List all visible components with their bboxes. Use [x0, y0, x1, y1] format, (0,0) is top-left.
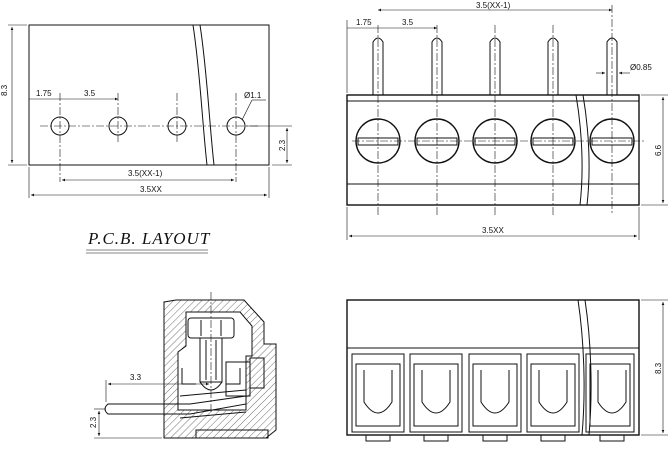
front-view: 3.5(XX-1) 1.75 3.5 Ø0.85 6.6 3.5XX [346, 1, 668, 240]
side-section-view: 3.3 2.3 [89, 292, 277, 439]
pcb-hole-dia-label: Ø1.1 [244, 91, 262, 100]
side-pin [104, 395, 247, 415]
front-span-label: 3.5(XX-1) [476, 1, 511, 10]
rear-height-label: 8.3 [654, 362, 663, 374]
pcb-layout-title: P.C.B. LAYOUT [87, 229, 211, 248]
front-body [346, 94, 640, 206]
pcb-layout-view: 8.3 1.75 3.5 Ø1.1 2.3 3.5(XX-1) 3.5XX P.… [0, 24, 292, 254]
pcb-holes [40, 93, 258, 182]
front-break-line-2 [582, 94, 590, 206]
rear-view: 8.3 [346, 299, 668, 442]
rear-body [346, 299, 640, 436]
front-total-label: 3.5XX [482, 226, 504, 235]
pcb-pitch-edge-label: 1.75 [36, 89, 52, 98]
side-pin-length-label: 3.3 [130, 373, 142, 382]
rear-feet [365, 434, 625, 442]
front-pitch-edge-label: 1.75 [356, 18, 372, 27]
pcb-total-label: 3.5XX [140, 185, 162, 194]
pcb-span-label: 3.5(XX-1) [128, 169, 163, 178]
pcb-break-line [192, 24, 208, 166]
front-height-label: 6.6 [654, 144, 663, 156]
pcb-pitch-label: 3.5 [84, 89, 96, 98]
pcb-height-label: 8.3 [0, 84, 9, 96]
front-pin-dia-label: Ø0.85 [630, 63, 652, 72]
pcb-row-offset-label: 2.3 [278, 139, 287, 151]
side-pin-offset-label: 2.3 [89, 416, 98, 428]
front-pitch-label: 3.5 [402, 18, 414, 27]
pcb-break-line-2 [199, 24, 215, 166]
pcb-outline [28, 24, 270, 166]
rear-slots [351, 353, 635, 433]
front-break-line [575, 94, 583, 206]
